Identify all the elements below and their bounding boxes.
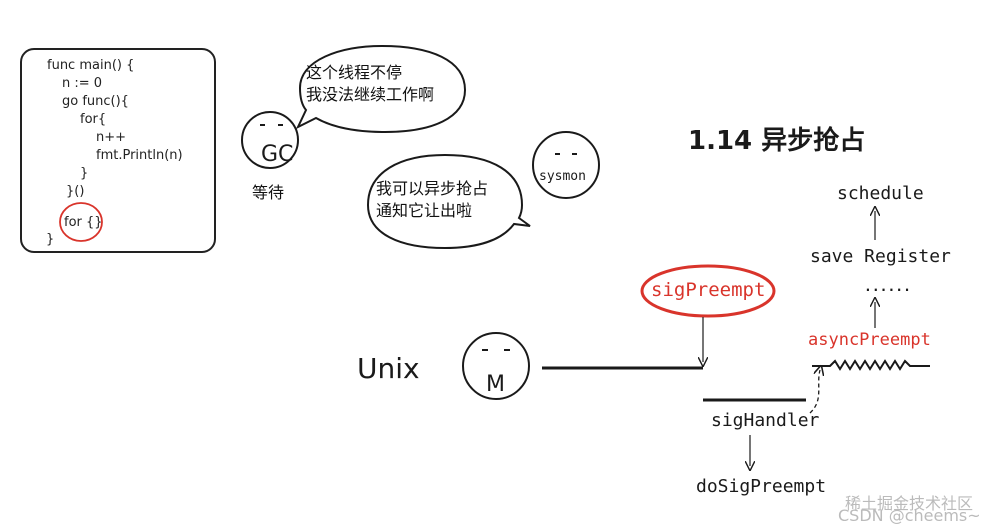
async-dashed-arrow — [809, 370, 820, 414]
sysmon-label: sysmon — [539, 169, 586, 184]
speech-line: 这个线程不停 — [306, 63, 403, 82]
gc-caption: 等待 — [252, 183, 285, 202]
speech-line: 通知它让出啦 — [376, 201, 473, 220]
code-line: func main() { — [47, 58, 135, 73]
async-preempt-label: asyncPreempt — [808, 330, 931, 350]
sig-handler-label: sigHandler — [711, 410, 820, 431]
code-line: } — [46, 232, 55, 247]
credit: CSDN @cheems~ — [838, 506, 981, 525]
speech-line: 我没法继续工作啊 — [306, 85, 435, 104]
async-preempt-zigzag — [812, 359, 930, 371]
m-label: M — [486, 372, 505, 397]
sysmon-face — [532, 131, 600, 199]
code-line-highlight: for {} — [64, 215, 103, 230]
schedule-label: schedule — [837, 183, 924, 204]
save-register-label: save Register — [810, 246, 951, 267]
sig-preempt-label: sigPreempt — [651, 279, 766, 301]
dots-label: ...... — [864, 280, 911, 295]
gc-face — [241, 111, 299, 169]
code-line: n++ — [96, 130, 127, 145]
do-sig-preempt-label: doSigPreempt — [696, 476, 827, 497]
unix-label: Unix — [357, 352, 420, 385]
sysmon-speech-text: 我可以异步抢占 通知它让出啦 — [376, 178, 526, 222]
sysmon-speech-bubble — [366, 153, 531, 250]
code-line: fmt.Println(n) — [96, 148, 183, 163]
sig-preempt-oval — [640, 264, 776, 318]
code-line: } — [80, 166, 89, 181]
code-snippet-box: func main() { n := 0 go func(){ for{ n++… — [20, 48, 216, 253]
code-line: go func(){ — [62, 94, 129, 109]
gc-speech-text: 这个线程不停 我没法继续工作啊 — [306, 62, 466, 106]
m-face — [462, 332, 530, 400]
speech-line: 我可以异步抢占 — [376, 179, 489, 198]
code-line: }() — [66, 184, 85, 199]
code-line: for{ — [80, 112, 107, 127]
gc-label: GC — [261, 142, 294, 167]
page-title: 1.14 异步抢占 — [688, 126, 866, 156]
watermark: 稀土掘金技术社区 — [845, 494, 974, 513]
code-line: n := 0 — [62, 76, 103, 91]
gc-speech-bubble — [295, 44, 467, 134]
highlight-circle — [59, 202, 103, 242]
